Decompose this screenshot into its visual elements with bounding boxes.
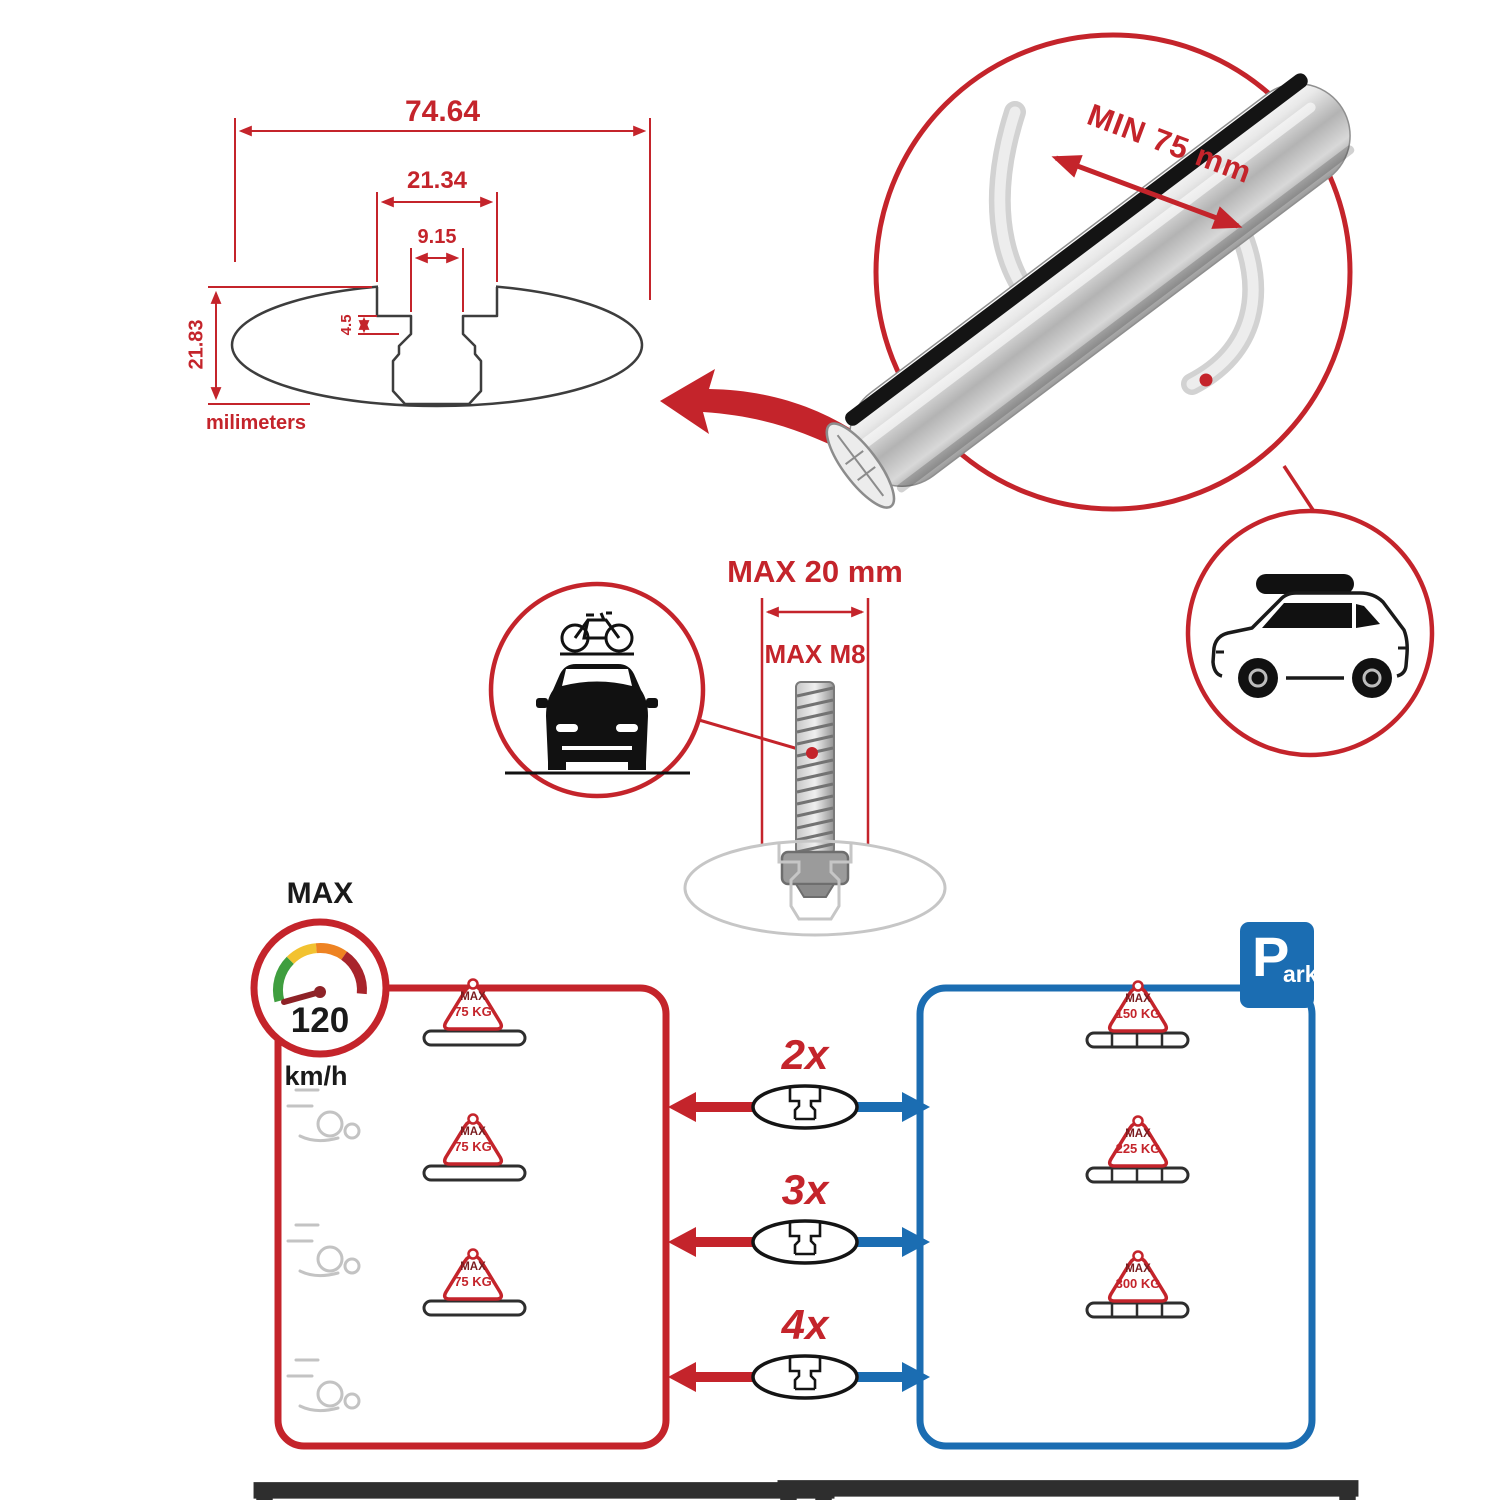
- ghost-cross-section: [683, 839, 947, 937]
- driving-panel: [274, 984, 670, 1450]
- car-row: [0, 979, 1190, 1500]
- dimension-lines: [208, 118, 651, 405]
- car-row: [286, 1112, 527, 1278]
- motion-swirls: [286, 1088, 361, 1143]
- parking-panel: [916, 922, 1316, 1450]
- car-front-circle: [488, 581, 706, 799]
- car-front-icon: [536, 664, 658, 770]
- driving-car-rows: [286, 977, 1500, 1500]
- min-span-arrow: [1051, 155, 1243, 229]
- roof-sign-title: MAX: [1125, 1263, 1151, 1275]
- roof-sign-weight: 75 KG: [454, 1004, 492, 1019]
- dim-slot-depth: 4.5: [338, 314, 356, 336]
- dim-opening-width: 21.34: [406, 167, 468, 194]
- speed-unit: km/h: [284, 1061, 348, 1091]
- speed-value: 120: [290, 1001, 350, 1040]
- car-row: [286, 977, 1500, 1500]
- dim-profile-height: 21.83: [185, 319, 208, 370]
- multiplier-row: [668, 1354, 930, 1400]
- speed-gauge: [272, 943, 367, 1003]
- multiplier-label-3x: 3x: [781, 1166, 829, 1213]
- parking-sign: [1240, 922, 1314, 1008]
- roof-sign-title: MAX: [1125, 1128, 1151, 1140]
- bolt-dimension-lines: [760, 598, 870, 845]
- roof-sign-weight: 300 KG: [1115, 1276, 1161, 1291]
- roof-sign-title: MAX: [460, 991, 486, 1003]
- bolt-graphic: [780, 681, 850, 898]
- multiplier-label-2x: 2x: [781, 1031, 829, 1078]
- dim-width-total: 74.64: [404, 95, 481, 128]
- bicycle-icon: [560, 611, 634, 656]
- bolt-thread-label: MAX M8: [764, 639, 866, 669]
- unit-label: milimeters: [206, 412, 307, 434]
- technical-drawing: [208, 118, 651, 408]
- suv-silhouette: [1211, 574, 1409, 698]
- dim-slot-width: 9.15: [417, 226, 457, 248]
- car-row: [1085, 1114, 1190, 1184]
- clamp-point-dot: [1199, 373, 1213, 387]
- speedometer: [250, 918, 390, 1058]
- bolt-section: [683, 598, 947, 937]
- roof-sign-weight: 225 KG: [1115, 1141, 1161, 1156]
- roof-sign-title: MAX: [460, 1261, 486, 1273]
- multiplier-row: [668, 1219, 930, 1265]
- roof-sign-title: MAX: [460, 1126, 486, 1138]
- roof-sign-title: MAX: [1125, 993, 1151, 1005]
- roof-sign-weight: 75 KG: [454, 1139, 492, 1154]
- motion-swirls: [286, 1223, 361, 1278]
- parking-sign-p: P: [1252, 925, 1290, 988]
- speed-max-label: MAX: [286, 877, 354, 910]
- multiplier-arrow-rows: [668, 1084, 930, 1400]
- bolt-point-dot: [806, 747, 818, 759]
- parking-sign-ark: ark: [1283, 961, 1318, 987]
- bolt-max-width-label: MAX 20 mm: [727, 554, 903, 589]
- multiplier-label-4x: 4x: [781, 1301, 829, 1348]
- crossbar-photo-circle: [825, 32, 1355, 512]
- parking-car-rows: [0, 979, 1190, 1500]
- pointer-arrow: [660, 369, 856, 452]
- car-row: [1085, 1249, 1190, 1319]
- multiplier-row: [668, 1084, 930, 1130]
- vehicle-roofbox-circle: [1185, 508, 1435, 758]
- bolt-leader-line: [698, 718, 813, 755]
- roof-sign-weight: 150 KG: [1115, 1006, 1161, 1021]
- circle-connector: [1282, 465, 1319, 517]
- motion-swirls: [286, 1358, 361, 1413]
- car-row: [286, 1247, 527, 1413]
- roof-sign-weight: 75 KG: [454, 1274, 492, 1289]
